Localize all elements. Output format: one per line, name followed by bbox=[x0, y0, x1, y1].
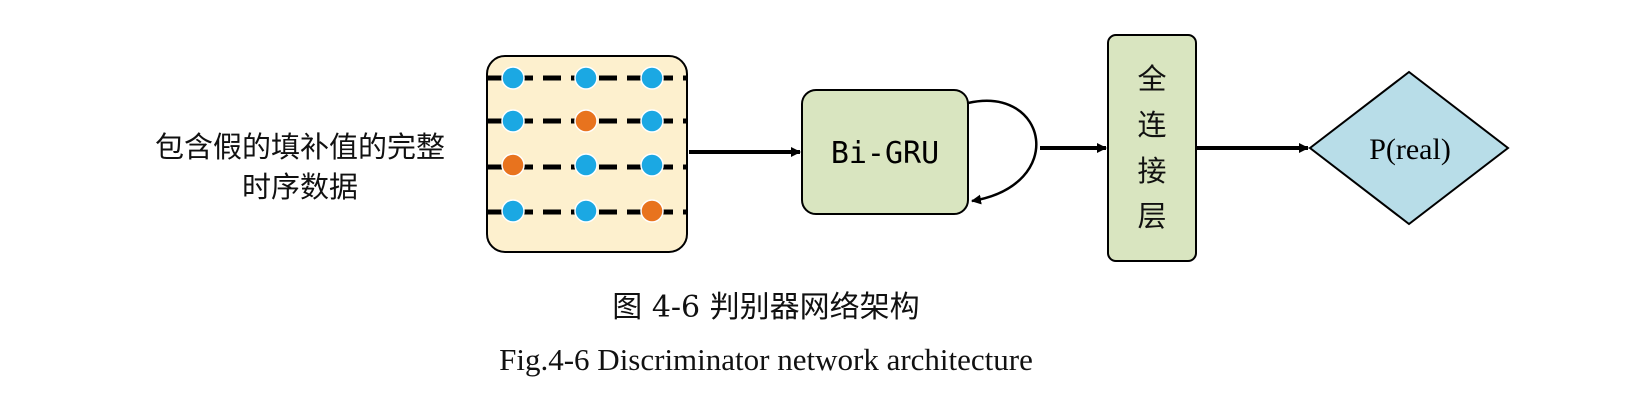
fc-char-1: 全 bbox=[1137, 62, 1166, 96]
time-series-matrix bbox=[486, 55, 688, 253]
imputed-value-dot bbox=[640, 199, 664, 223]
output-label: P(real) bbox=[1369, 133, 1451, 166]
observed-value-dot bbox=[574, 66, 598, 90]
caption-en: Fig.4-6 Discriminator network architectu… bbox=[499, 342, 1033, 377]
observed-value-dot bbox=[501, 109, 525, 133]
output-diamond bbox=[1308, 70, 1510, 226]
fc-char-3: 接 bbox=[1137, 154, 1166, 188]
caption-zh: 图 4-6 判别器网络架构 bbox=[612, 290, 919, 325]
input-label-line2: 时序数据 bbox=[242, 170, 358, 204]
input-label-line1: 包含假的填补值的完整 bbox=[155, 130, 445, 164]
matrix-dots bbox=[501, 66, 664, 223]
fc-layer: 全 连 接 层 bbox=[1107, 34, 1197, 262]
bigru-block: Bi-GRU bbox=[801, 89, 1038, 215]
bigru-label: Bi-GRU bbox=[831, 136, 939, 171]
bigru-box bbox=[801, 89, 969, 215]
fc-char-4: 层 bbox=[1137, 199, 1166, 233]
imputed-value-dot bbox=[501, 153, 525, 177]
observed-value-dot bbox=[640, 109, 664, 133]
observed-value-dot bbox=[640, 66, 664, 90]
observed-value-dot bbox=[574, 153, 598, 177]
observed-value-dot bbox=[640, 153, 664, 177]
observed-value-dot bbox=[574, 199, 598, 223]
observed-value-dot bbox=[501, 66, 525, 90]
bigru-recurrent-loop bbox=[967, 99, 1038, 205]
output-node: P(real) bbox=[1308, 70, 1510, 226]
imputed-value-dot bbox=[574, 109, 598, 133]
observed-value-dot bbox=[501, 199, 525, 223]
fc-char-2: 连 bbox=[1137, 108, 1166, 142]
